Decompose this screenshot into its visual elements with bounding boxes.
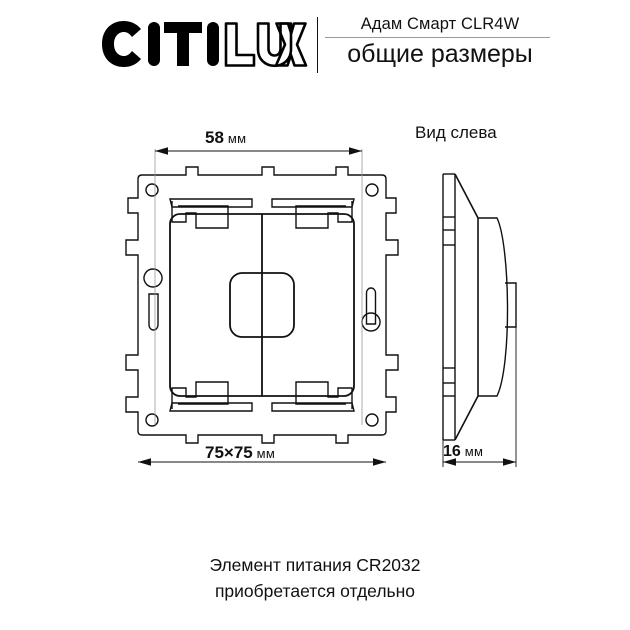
page-header: Адам Смарт CLR4W общие размеры xyxy=(0,0,630,95)
dimension-value: 75×75 xyxy=(205,443,253,462)
citilux-logo xyxy=(100,18,310,70)
dimension-label-depth-16: 16 мм xyxy=(443,443,483,461)
dimension-unit: мм xyxy=(252,446,276,461)
dimension-unit: мм xyxy=(223,131,247,146)
product-title: Адам Смарт CLR4W xyxy=(360,15,520,33)
title-rule xyxy=(325,37,550,38)
dimension-value: 16 xyxy=(443,443,461,460)
footer-line-2: приобретается отдельно xyxy=(214,581,416,601)
dimension-value: 58 xyxy=(205,128,224,147)
dimension-label-width-58: 58 мм xyxy=(205,128,246,148)
footer-note: Элемент питания CR2032 приобретается отд… xyxy=(0,552,630,604)
drawing-title: общие размеры xyxy=(347,40,533,68)
footer-line-1: Элемент питания CR2032 xyxy=(209,555,421,575)
dimension-label-frame-75x75: 75×75 мм xyxy=(205,443,275,463)
side-view-label: Вид слева xyxy=(415,123,497,142)
header-title-block: Адам Смарт CLR4W общие размеры xyxy=(325,14,555,69)
header-divider xyxy=(317,17,318,73)
drawing-canvas xyxy=(0,95,630,515)
dimension-unit: мм xyxy=(460,444,484,459)
